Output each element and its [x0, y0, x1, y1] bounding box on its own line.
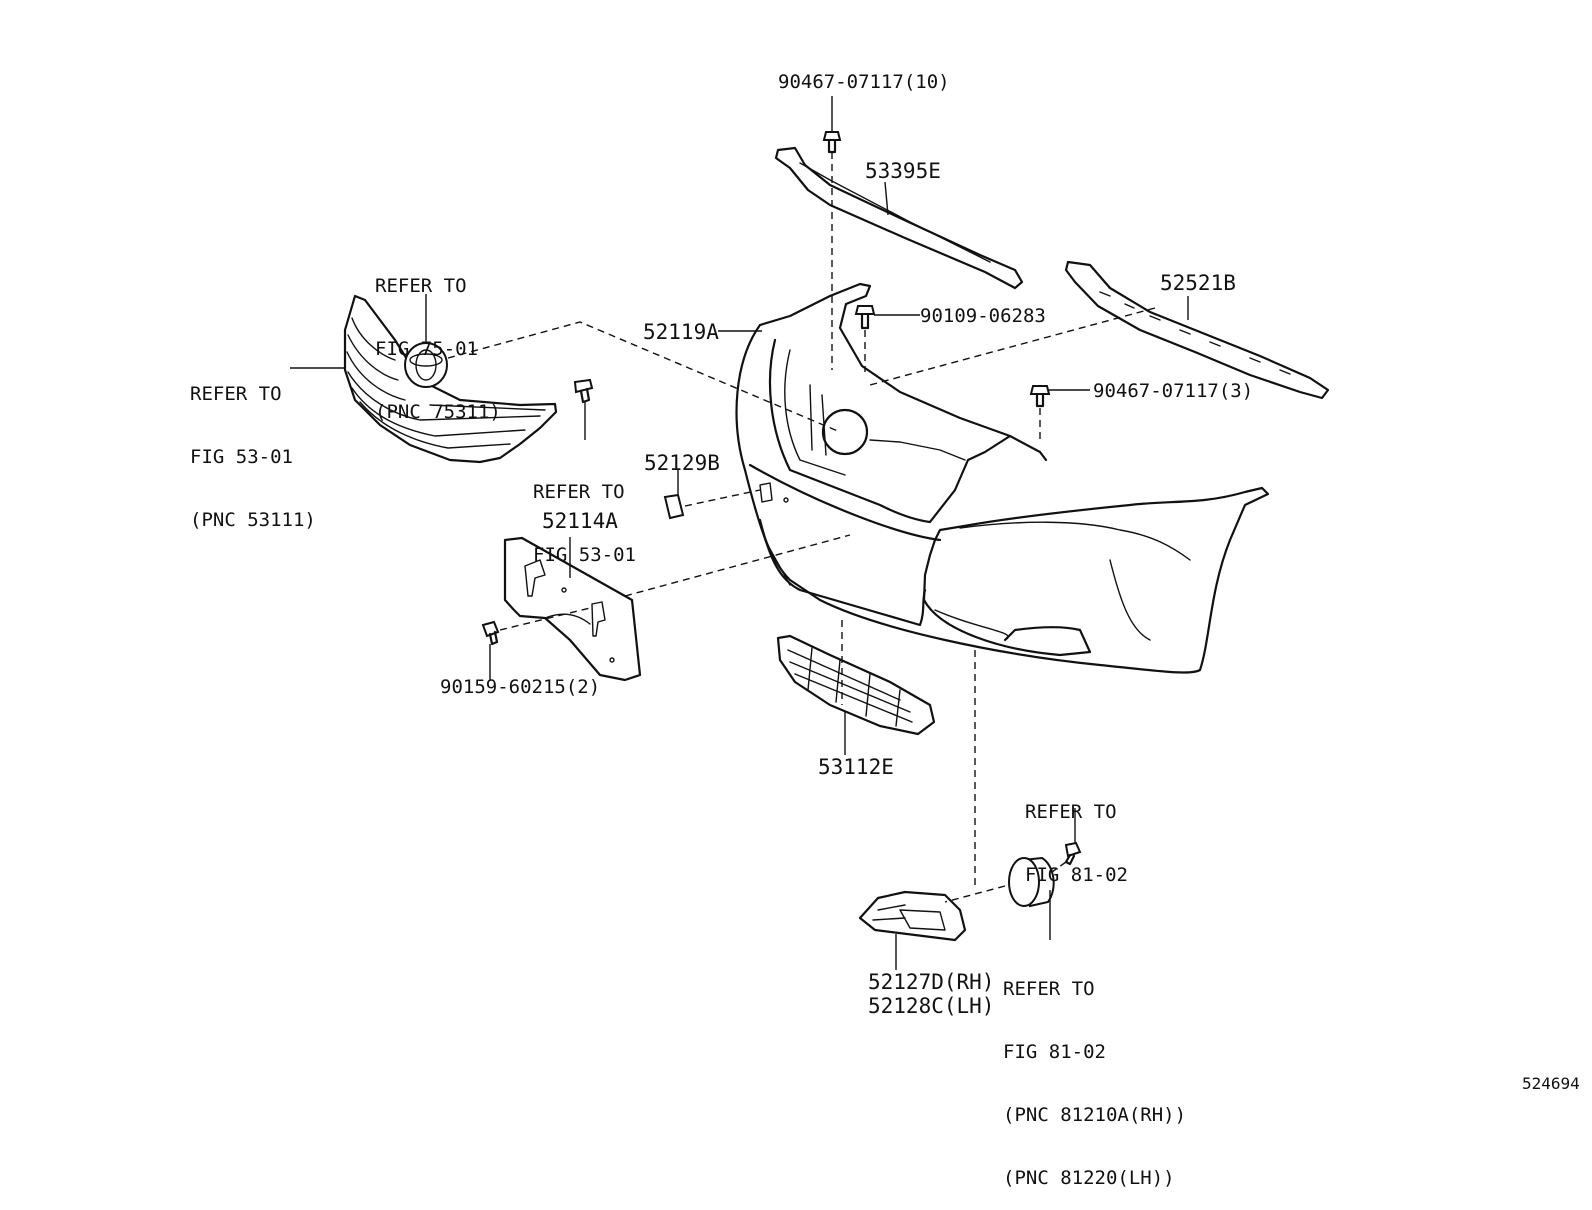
- refer-note-grille: REFER TO FIG 53-01 (PNC 53111): [190, 342, 316, 552]
- refer-note-fog-bulb: REFER TO FIG 81-02: [1025, 760, 1128, 907]
- refer-grille-line2: FIG 53-01: [190, 446, 293, 468]
- top-clip-part: [822, 96, 842, 154]
- label-license-bracket: 52114A: [542, 509, 618, 533]
- dash-license: [624, 534, 851, 597]
- figure-number: 524694: [1522, 1074, 1580, 1093]
- refer-grille-line3: (PNC 53111): [190, 509, 316, 531]
- refer-note-fog-lamp: REFER TO FIG 81-02 (PNC 81210A(RH)) (PNC…: [1003, 937, 1186, 1210]
- dash-fog-lamp: [944, 885, 1006, 903]
- side-clip-part: [1029, 385, 1090, 408]
- upper-screw-part: [854, 305, 920, 330]
- refer-emblem-line1: REFER TO: [375, 275, 467, 297]
- refer-emblem-line3: (PNC 75311): [375, 401, 501, 423]
- label-bumper-cover: 52119A: [643, 320, 719, 344]
- license-bolt-part: [481, 620, 500, 680]
- refer-fog-bulb-line2: FIG 81-02: [1025, 864, 1128, 886]
- label-lower-grille: 53112E: [818, 755, 894, 779]
- fog-cover-part: [858, 890, 967, 970]
- leader-53395e: [884, 181, 889, 216]
- fog-screw-part: [1064, 808, 1082, 866]
- dash-retainer-right: [869, 307, 1156, 386]
- refer-grille-clip-line1: REFER TO: [533, 481, 625, 503]
- dash-bolt: [499, 607, 591, 631]
- fog-lamp-part: [1008, 856, 1055, 940]
- refer-note-emblem: REFER TO FIG 75-01 (PNC 75311): [375, 234, 501, 444]
- bumper-cover-part: [735, 282, 1270, 674]
- refer-note-grille-clip: REFER TO FIG 53-01: [533, 440, 636, 587]
- label-plug-cap: 52129B: [644, 451, 720, 475]
- right-retainer-part: [1064, 260, 1330, 400]
- plug-cap-part: [663, 470, 685, 520]
- label-upper-retainer: 53395E: [865, 159, 941, 183]
- label-side-clip: 90467-07117(3): [1093, 380, 1254, 402]
- dash-emblem: [447, 321, 841, 433]
- label-fog-cover-lh: 52128C(LH): [868, 994, 995, 1018]
- radiator-grille-part: [343, 294, 558, 464]
- diagram-drawing: [290, 96, 1330, 970]
- label-clip-top: 90467-07117(10): [778, 71, 950, 93]
- refer-fog-lamp-line1: REFER TO: [1003, 978, 1095, 1000]
- refer-fog-lamp-line4: (PNC 81220(LH)): [1003, 1167, 1175, 1189]
- license-bracket-part: [503, 536, 642, 682]
- parts-diagram: 90467-07117(10) 53395E 52521B 52119A 901…: [190, 71, 1580, 1189]
- label-upper-screw: 90109-06283: [920, 305, 1046, 327]
- refer-fog-lamp-line2: FIG 81-02: [1003, 1041, 1106, 1063]
- refer-grille-clip-line2: FIG 53-01: [533, 544, 636, 566]
- dash-plug: [684, 489, 761, 507]
- emblem-part: [404, 294, 448, 388]
- grille-clip-part: [573, 378, 594, 440]
- label-fog-cover-rh: 52127D(RH): [868, 970, 995, 994]
- refer-fog-lamp-line3: (PNC 81210A(RH)): [1003, 1104, 1187, 1126]
- dash-fog-screw: [1051, 861, 1067, 873]
- refer-emblem-line2: FIG 75-01: [375, 338, 478, 360]
- refer-grille-line1: REFER TO: [190, 383, 282, 405]
- label-right-retainer: 52521B: [1160, 271, 1236, 295]
- lower-grille-part: [776, 634, 936, 755]
- label-license-bolt: 90159-60215(2): [440, 676, 601, 698]
- upper-retainer-part: [774, 146, 1024, 290]
- refer-fog-bulb-line1: REFER TO: [1025, 801, 1117, 823]
